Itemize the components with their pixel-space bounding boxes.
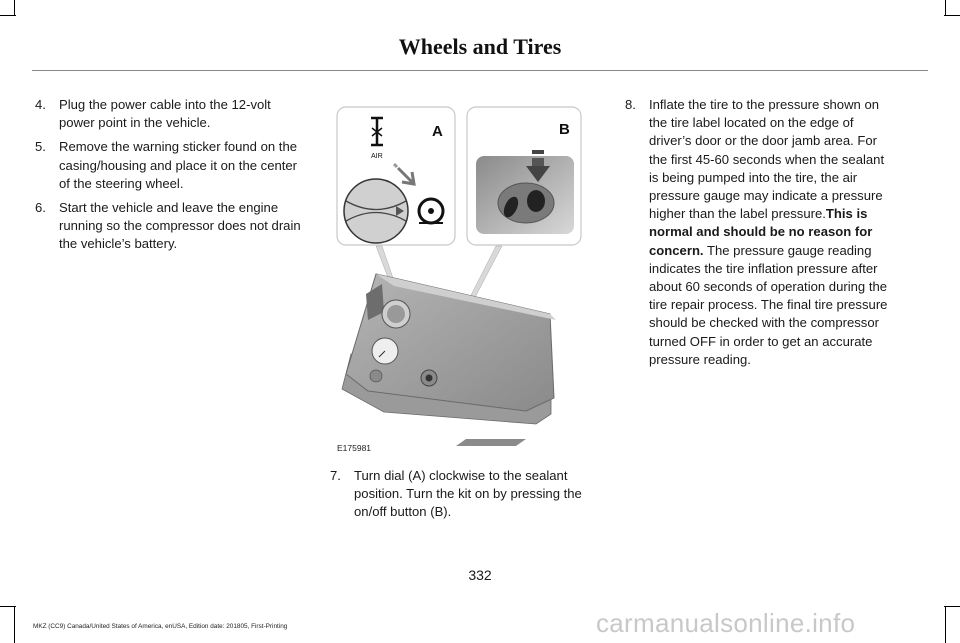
step-text: Start the vehicle and leave the engine r… (59, 200, 301, 252)
air-pump-icon (371, 116, 383, 147)
step-number: 4. (35, 97, 46, 112)
crop-mark-bottom-right-v (945, 606, 946, 643)
callout-a-label: A (432, 123, 443, 140)
compressor-body (341, 273, 556, 446)
steps-list-right: 8. Inflate the tire to the pressure shown… (625, 96, 897, 375)
air-label: AIR (371, 153, 383, 160)
steps-list-middle: 7. Turn dial (A) clockwise to the sealant… (330, 467, 605, 528)
page-title: Wheels and Tires (398, 34, 562, 59)
watermark: carmanualsonline.info (596, 608, 856, 638)
step-item: 8. Inflate the tire to the pressure shown… (625, 96, 897, 369)
figure-id: E175981 (337, 443, 372, 453)
callout-b-label: B (559, 121, 570, 138)
tire-sealant-icon (417, 197, 445, 225)
arrow-icon (392, 162, 416, 186)
crop-mark-top-right-h (944, 15, 960, 16)
compressor-figure: AIR A B (336, 106, 582, 446)
footer-edition: MKZ (CC9) Canada/United States of Americ… (33, 623, 288, 630)
crop-mark-bottom-left-v (14, 606, 15, 643)
step-text: Inflate the tire to the pressure shown o… (649, 97, 885, 222)
step-text: Plug the power cable into the 12-volt po… (59, 97, 271, 131)
down-arrow-icon (526, 150, 550, 182)
crop-mark-top-right-v (945, 0, 946, 16)
step-text: Remove the warning sticker found on the … (59, 139, 298, 191)
header-rule (32, 70, 928, 71)
page-number: 332 (468, 567, 492, 583)
step-item: 7. Turn dial (A) clockwise to the sealant… (330, 467, 605, 522)
step-number: 5. (35, 139, 46, 155)
step-number: 7. (330, 468, 341, 483)
step-item: 6. Start the vehicle and leave the engine… (35, 199, 310, 254)
on-off-button (497, 182, 555, 224)
step-text-bold: This is normal and should be no reason f… (649, 206, 873, 258)
step-item: 4. Plug the power cable into the 12-volt … (35, 96, 310, 132)
crop-mark-top-left-v (14, 0, 15, 16)
crop-mark-bottom-left-h (0, 606, 16, 607)
crop-mark-top-left-h (0, 15, 16, 16)
step-number: 6. (35, 200, 46, 216)
step-text-after: The pressure gauge reading indicates the… (649, 242, 888, 367)
step-number: 8. (625, 97, 636, 112)
steps-list-left: 4. Plug the power cable into the 12-volt … (35, 96, 310, 260)
step-text: Turn dial (A) clockwise to the sealant p… (354, 468, 582, 520)
crop-mark-bottom-right-h (944, 606, 960, 607)
dial-a (343, 178, 409, 244)
step-item: 5. Remove the warning sticker found on th… (35, 138, 310, 193)
